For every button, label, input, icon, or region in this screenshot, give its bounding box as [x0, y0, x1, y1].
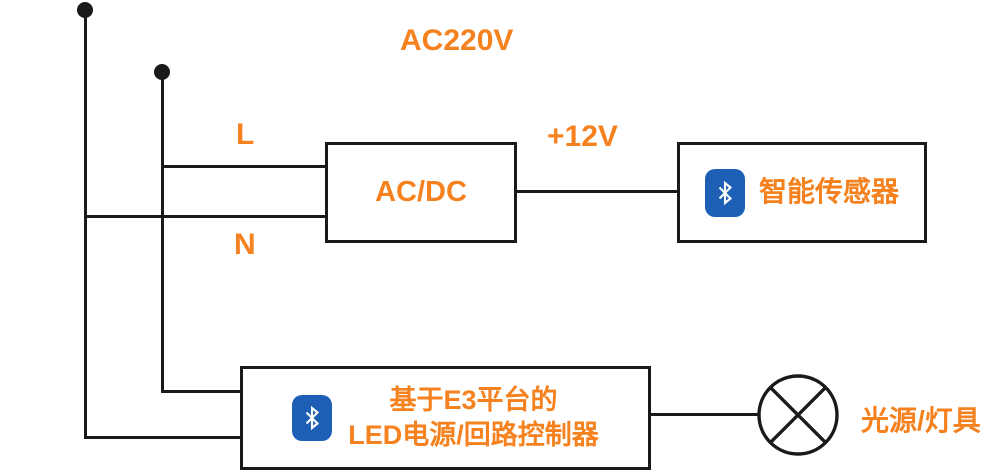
bluetooth-icon	[292, 395, 333, 441]
wire-vertical-left	[84, 8, 87, 439]
wire-neutral	[84, 215, 328, 218]
led-controller-label: 基于E3平台的 LED电源/回路控制器	[348, 383, 599, 453]
smart-sensor-box: 智能传感器	[677, 142, 927, 243]
wire-vertical-right	[161, 70, 164, 393]
supply-voltage-label: AC220V	[400, 24, 514, 57]
wire-controller-bottom	[84, 436, 243, 439]
smart-sensor-label: 智能传感器	[758, 176, 899, 208]
neutral-label: N	[234, 228, 256, 261]
led-controller-label-line2: LED电源/回路控制器	[348, 420, 599, 450]
wire-controller-top	[161, 390, 243, 393]
led-controller-box: 基于E3平台的 LED电源/回路控制器	[240, 366, 651, 470]
wire-live	[161, 165, 328, 168]
acdc-converter-box: AC/DC	[325, 142, 517, 243]
acdc-converter-label: AC/DC	[375, 175, 467, 208]
lamp-icon	[757, 374, 839, 456]
wire-lamp	[648, 413, 758, 416]
live-label: L	[236, 118, 255, 151]
dc-voltage-label: +12V	[547, 120, 618, 153]
wire-12v	[514, 190, 680, 193]
lamp-label: 光源/灯具	[861, 405, 981, 436]
bluetooth-icon	[704, 168, 745, 217]
led-controller-label-line1: 基于E3平台的	[389, 384, 558, 415]
